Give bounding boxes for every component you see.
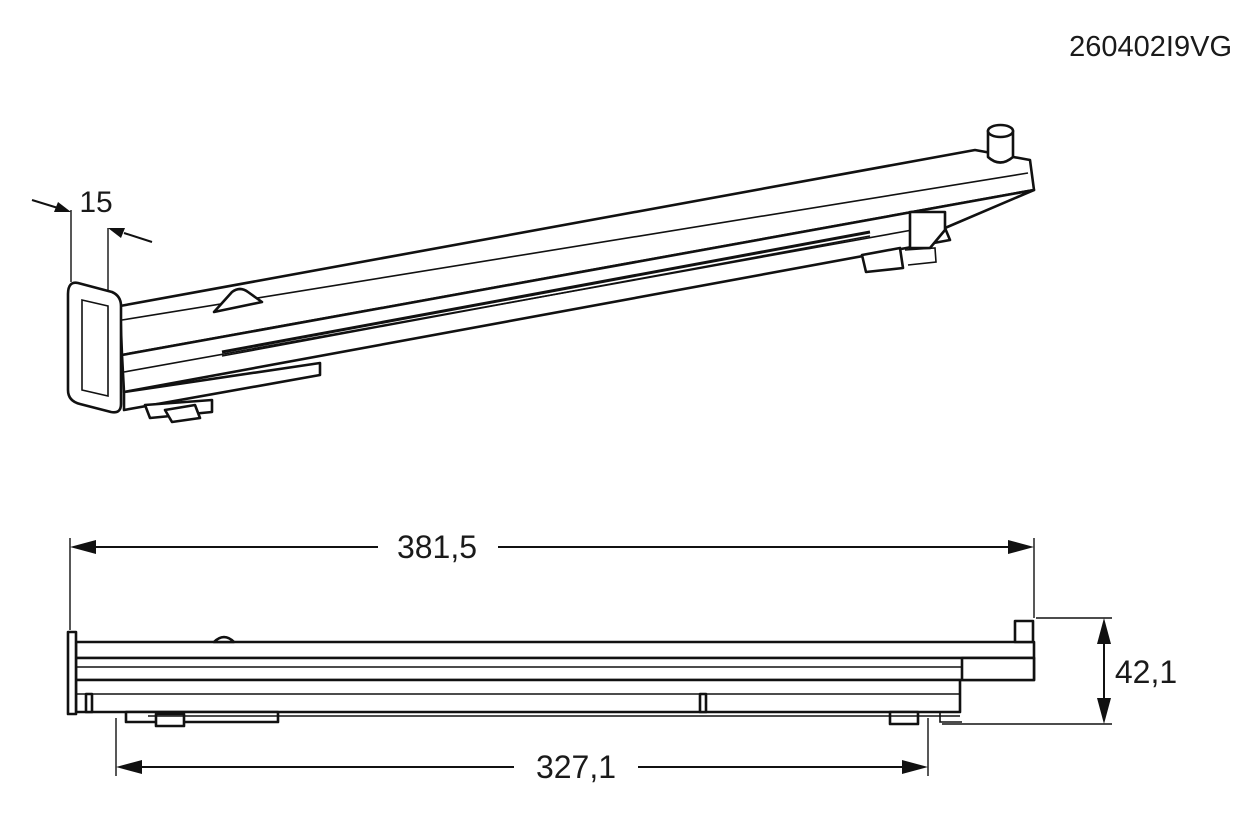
- dimension-label-327-1: 327,1: [536, 749, 616, 785]
- rail-lower-runner: [122, 361, 322, 412]
- side-runner: [124, 710, 280, 724]
- side-rail-middle: [74, 656, 1036, 682]
- rear-clip: [860, 246, 905, 274]
- side-knob: [1013, 619, 1035, 644]
- rear-bracket: [908, 210, 947, 250]
- dimension-cap-width: 15: [31, 186, 153, 292]
- side-end-cap: [66, 630, 78, 716]
- part-code: 260402I9VG: [1069, 31, 1232, 63]
- dimension-overall-length: 381,5: [69, 529, 1035, 630]
- dimension-label-381-5: 381,5: [397, 529, 477, 565]
- dimension-inner-length: 327,1: [115, 718, 929, 785]
- rear-knob: [986, 129, 1015, 164]
- perspective-view: [66, 123, 1036, 424]
- dimension-label-42-1: 42,1: [1115, 654, 1177, 690]
- side-view: [66, 619, 1036, 728]
- dimension-height: 42,1: [942, 617, 1177, 725]
- dimension-label-15: 15: [79, 186, 112, 219]
- stopper-wedge: [212, 287, 264, 314]
- side-rail-top: [74, 640, 1036, 660]
- side-rear-clip: [888, 710, 920, 726]
- side-rail-lower: [74, 678, 962, 714]
